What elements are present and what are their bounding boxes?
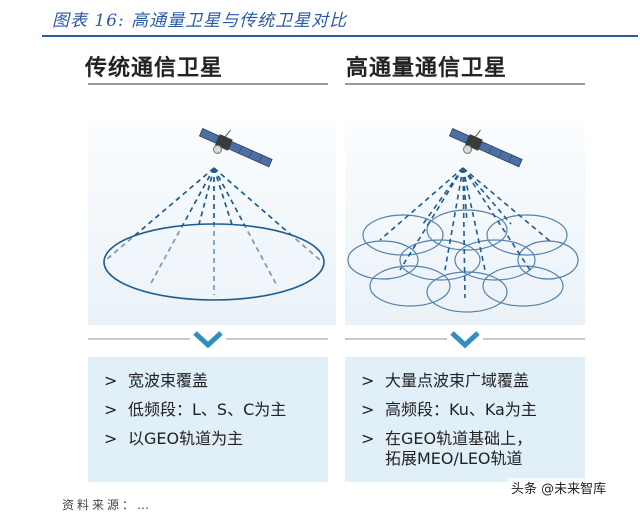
traditional-satellite-diagram xyxy=(88,120,336,325)
left-column-title: 传统通信卫星 xyxy=(85,56,224,81)
list-item: >低频段：L、S、C为主 xyxy=(104,400,287,419)
satellite-icon xyxy=(198,128,273,168)
right-feature-list: >大量点波束广域覆盖 >高频段：Ku、Ka为主 >在GEO轨道基础上， 拓展ME… xyxy=(361,371,537,478)
list-item-continuation: 拓展MEO/LEO轨道 xyxy=(385,449,523,468)
satellite-icon xyxy=(448,128,523,168)
list-item: >高频段：Ku、Ka为主 xyxy=(361,400,537,419)
right-feature-box: >大量点波束广域覆盖 >高频段：Ku、Ka为主 >在GEO轨道基础上， 拓展ME… xyxy=(345,357,585,482)
list-item: >宽波束覆盖 xyxy=(104,371,209,390)
right-title-rule xyxy=(345,83,585,85)
list-item: >以GEO轨道为主 xyxy=(104,429,244,448)
list-item: >在GEO轨道基础上， xyxy=(361,429,533,448)
left-feature-box: >宽波束覆盖 >低频段：L、S、C为主 >以GEO轨道为主 xyxy=(88,357,328,482)
chevron-down-icon xyxy=(190,327,226,351)
left-feature-list: >宽波束覆盖 >低频段：L、S、C为主 >以GEO轨道为主 xyxy=(104,371,286,458)
title-rule xyxy=(42,35,638,37)
chevron-down-icon xyxy=(447,327,483,351)
right-column-title: 高通量通信卫星 xyxy=(346,56,508,81)
list-item: >大量点波束广域覆盖 xyxy=(361,371,530,390)
coverage-area xyxy=(103,223,325,301)
spot-beam-cells xyxy=(347,209,579,313)
spot-beams xyxy=(379,167,552,299)
footer-source: 资料来源：… xyxy=(62,498,153,512)
figure-title: 图表 16: 高通量卫星与传统卫星对比 xyxy=(52,11,348,31)
watermark: 头条 @未来智库 xyxy=(507,478,611,497)
hts-satellite-diagram xyxy=(345,120,585,325)
left-title-rule xyxy=(88,83,328,85)
